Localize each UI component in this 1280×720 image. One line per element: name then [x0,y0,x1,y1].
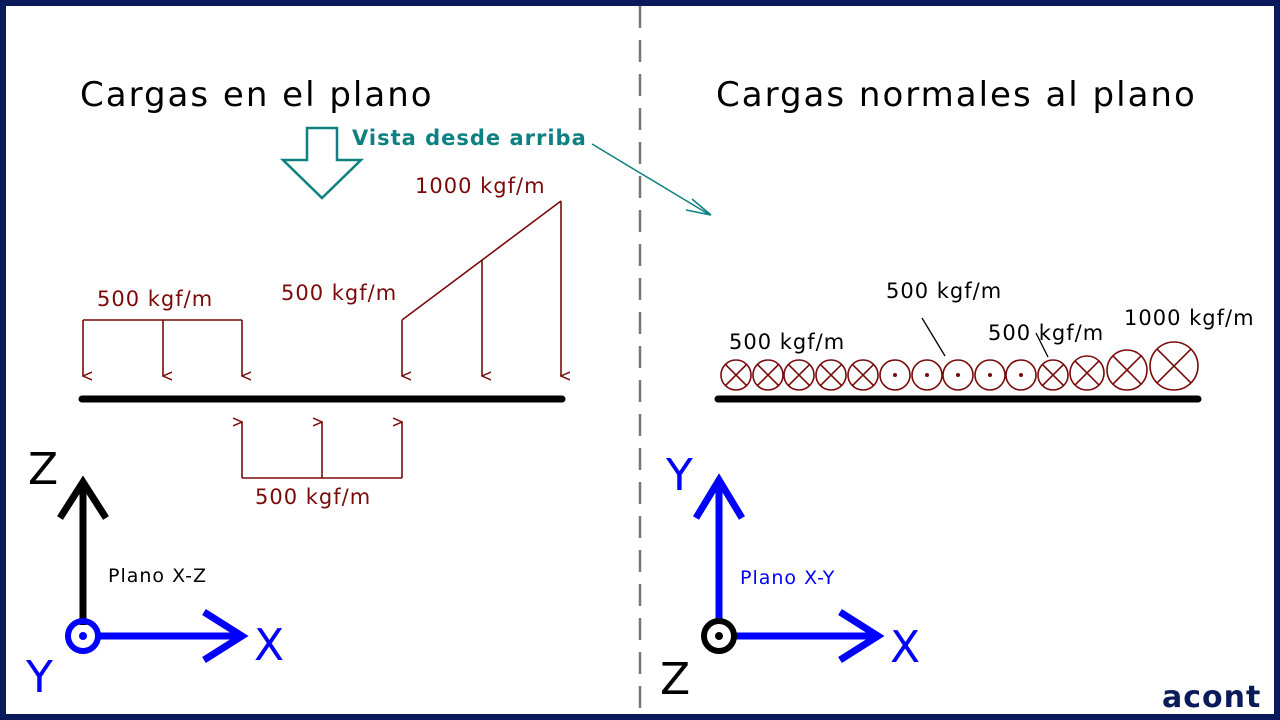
plane-label-left: Plano X-Z [108,565,207,587]
brand-logo: acont [1162,680,1261,715]
out-of-plane-icon [701,618,737,654]
load-label-out: 500 kgf/m [886,279,1002,303]
cross-mark [724,363,748,387]
load-label-into-1: 500 kgf/m [729,330,845,354]
load-label-bottom: 500 kgf/m [255,485,371,509]
load-into-plane-icon [1149,341,1199,391]
view-pointer-head-icon [685,198,712,216]
load-diagram-left [83,200,561,479]
axis-label-y: Y [665,450,693,501]
cross-mark [1112,355,1142,385]
out-of-plane-icon [65,618,101,654]
view-label: Vista desde arriba [352,126,587,150]
load-into-plane-icon [783,359,815,391]
load-out-of-plane-icon [879,359,911,391]
load-into-plane-icon [1037,359,1069,391]
axis-label-x: X [890,622,920,673]
axis-label-z: Z [660,654,690,705]
load-into-plane-icon [1069,355,1105,391]
load-into-plane-icon [847,359,879,391]
axis-label-x: X [254,620,284,671]
normal-load-symbols [720,341,1199,391]
dot-mark [1018,372,1023,377]
load-into-plane-icon [720,359,752,391]
load-out-of-plane-icon [942,359,974,391]
load-into-plane-icon [752,359,784,391]
load-label-into-2-end: 1000 kgf/m [1124,306,1255,330]
view-arrow-icon [279,126,365,200]
cross-mark [851,363,875,387]
view-pointer [591,143,711,216]
dot-mark [955,372,960,377]
left-title: Cargas en el plano [80,75,434,115]
leader-out [921,317,946,357]
cross-mark [1074,360,1100,386]
load-into-plane-icon [1106,349,1148,391]
load-label-trap-start: 500 kgf/m [281,281,397,305]
load-out-of-plane-icon [1005,359,1037,391]
cross-mark [1156,348,1192,384]
load-out-of-plane-icon [974,359,1006,391]
load-label-trap-end: 1000 kgf/m [415,174,546,198]
cross-mark [787,363,811,387]
axis-label-z: Z [28,444,58,495]
dot-mark [987,372,992,377]
load-label-top-left: 500 kgf/m [97,287,213,311]
dot-mark [924,372,929,377]
leader-into-2 [1035,332,1049,358]
load-out-of-plane-icon [911,359,943,391]
load-into-plane-icon [815,359,847,391]
cross-mark [1041,363,1065,387]
axes-right [693,473,885,663]
axes-left [57,475,249,663]
axis-label-y: Y [25,652,53,703]
load-label-into-2-start: 500 kgf/m [988,321,1104,345]
right-title: Cargas normales al plano [716,75,1197,115]
cross-mark [756,363,780,387]
cross-mark [819,363,843,387]
plane-label-right: Plano X-Y [740,567,835,589]
dot-mark [892,372,897,377]
